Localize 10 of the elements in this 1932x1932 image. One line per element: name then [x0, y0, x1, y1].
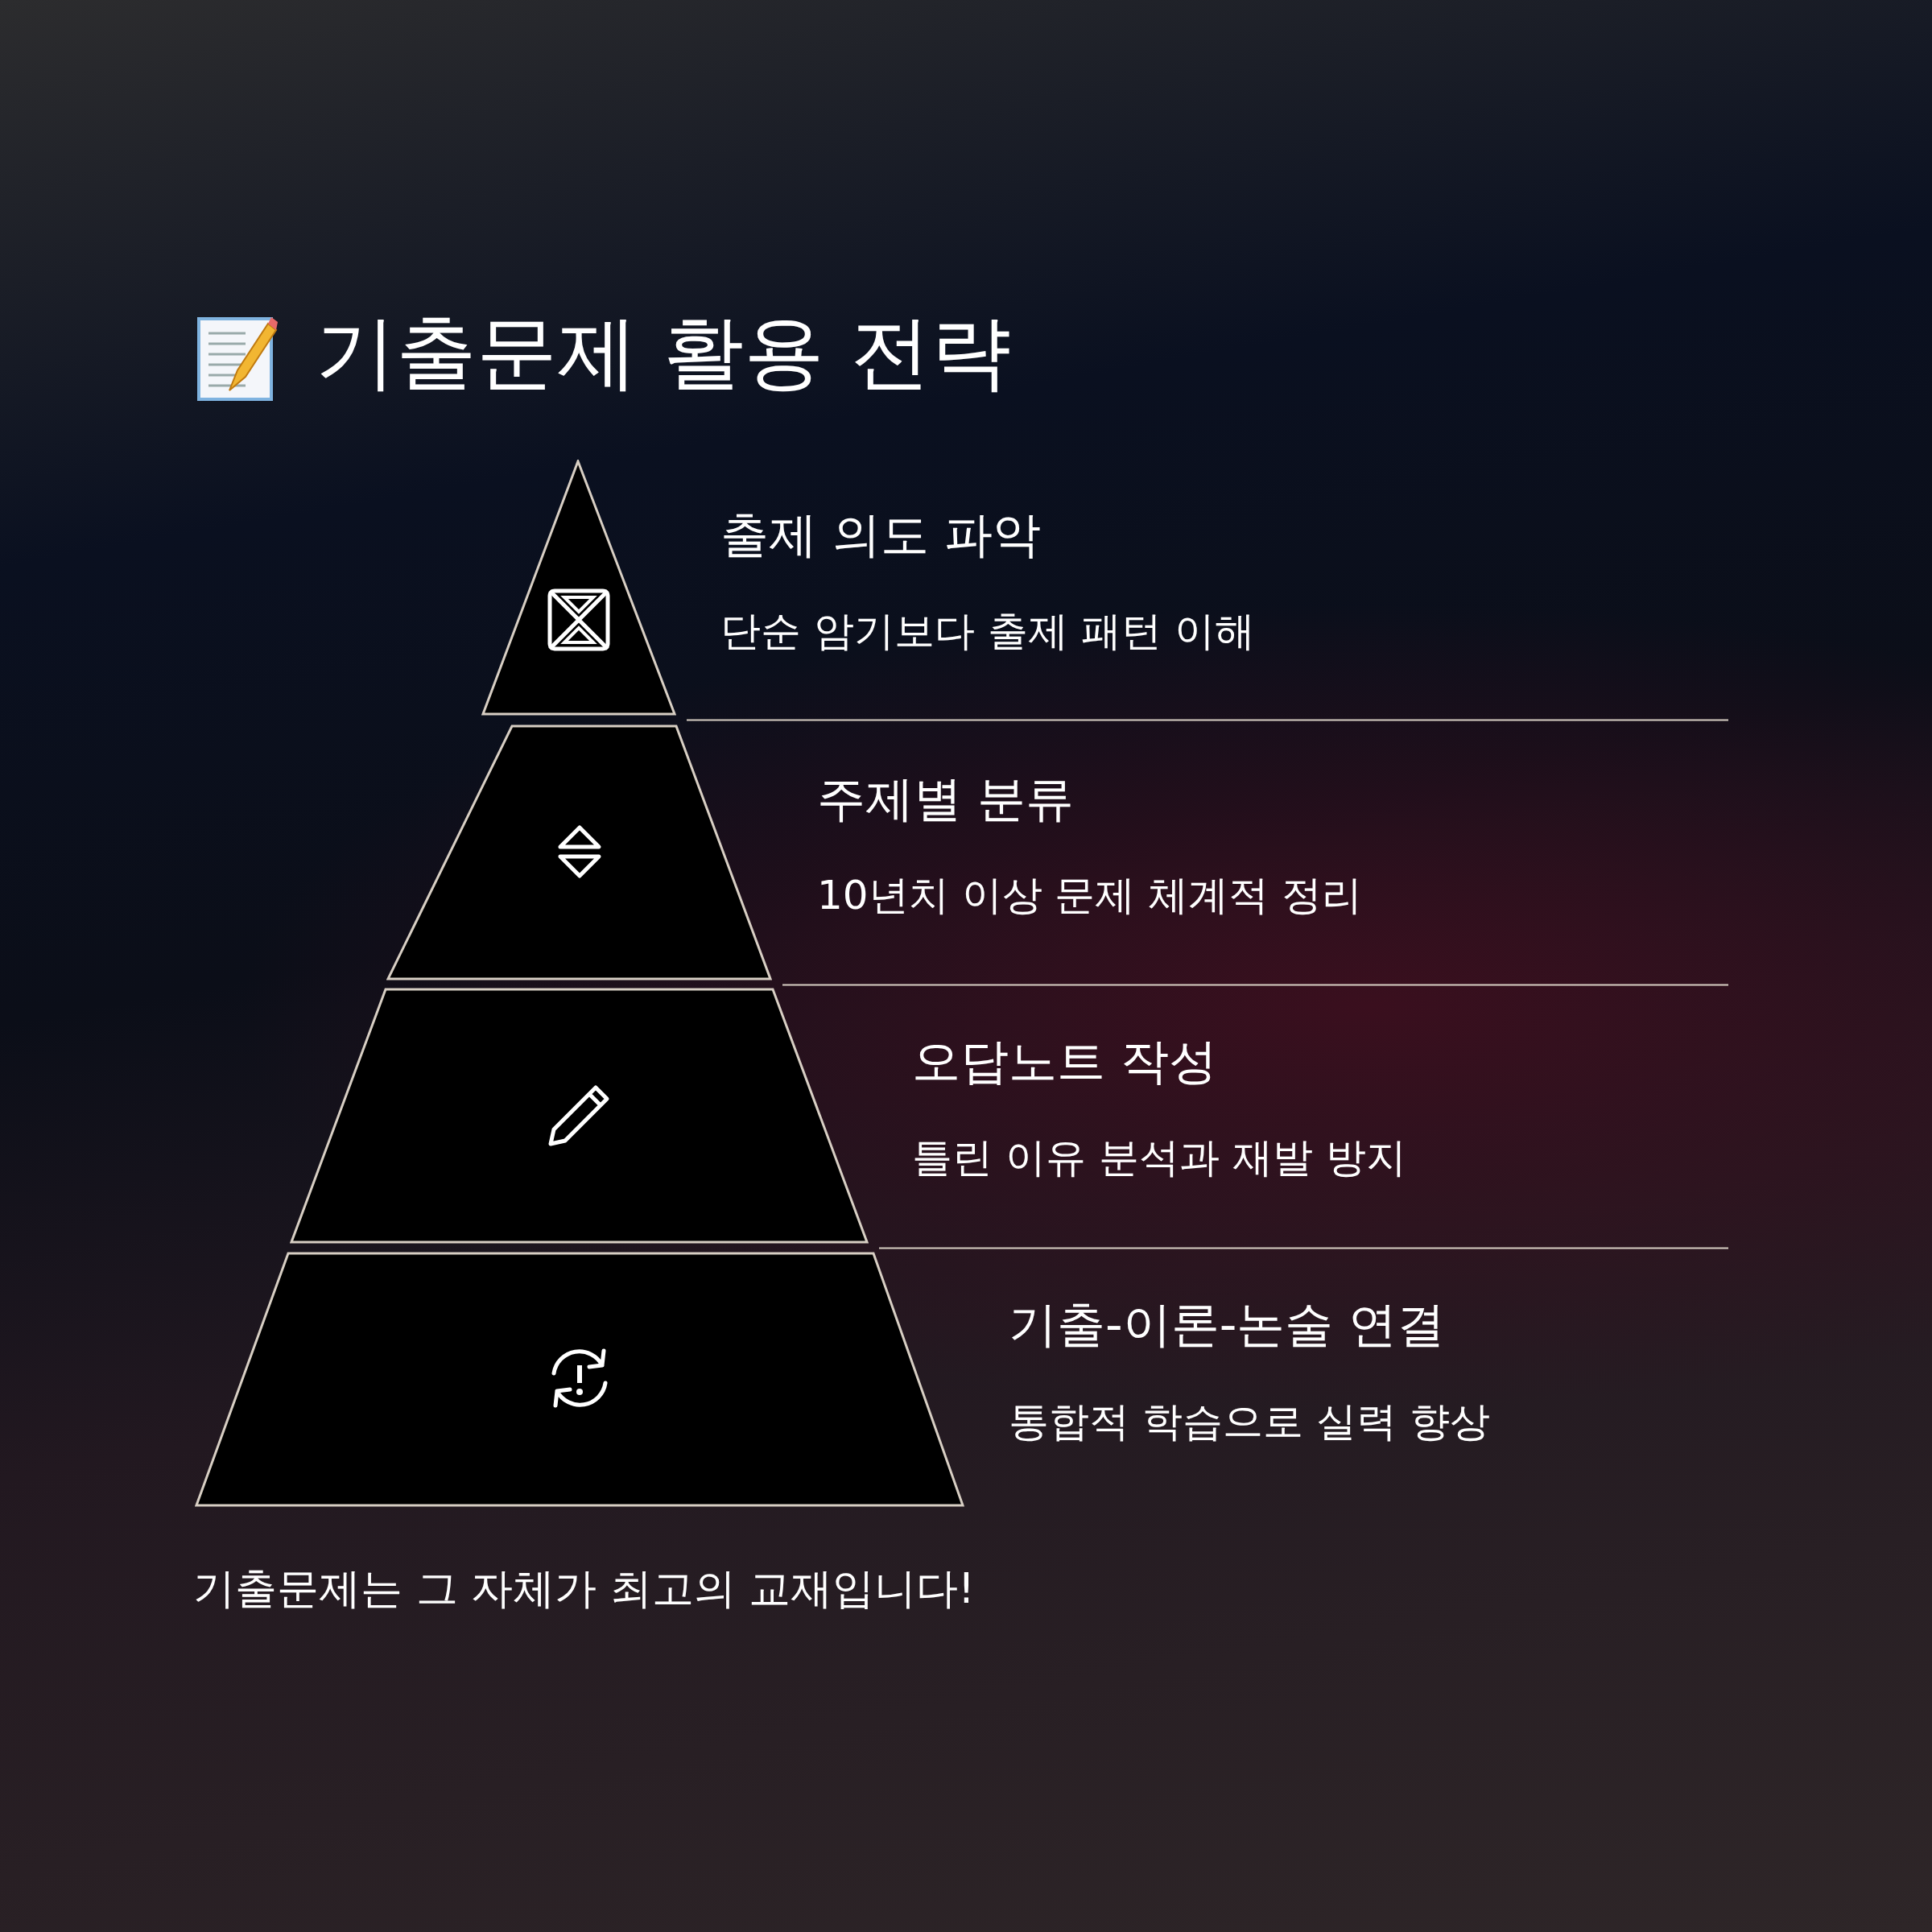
caption: 기출문제는 그 자체가 최고의 교재입니다!	[193, 1563, 975, 1614]
tier-description: 틀린 이유 분석과 재발 방지	[912, 1133, 1406, 1182]
tier-heading: 주제별 분류	[817, 770, 1075, 828]
tier-description: 10년치 이상 문제 체계적 정리	[817, 871, 1363, 919]
title: 기출문제 활용 전략	[316, 304, 1011, 401]
tier-description: 통합적 학습으로 실력 향상	[1009, 1397, 1490, 1446]
tier-description: 단순 암기보다 출제 패턴 이해	[720, 607, 1255, 655]
tier-heading: 출제 의도 파악	[720, 506, 1042, 564]
tier-heading: 기출-이론-논술 연결	[1009, 1295, 1446, 1353]
tier-heading: 오답노트 작성	[912, 1032, 1218, 1090]
